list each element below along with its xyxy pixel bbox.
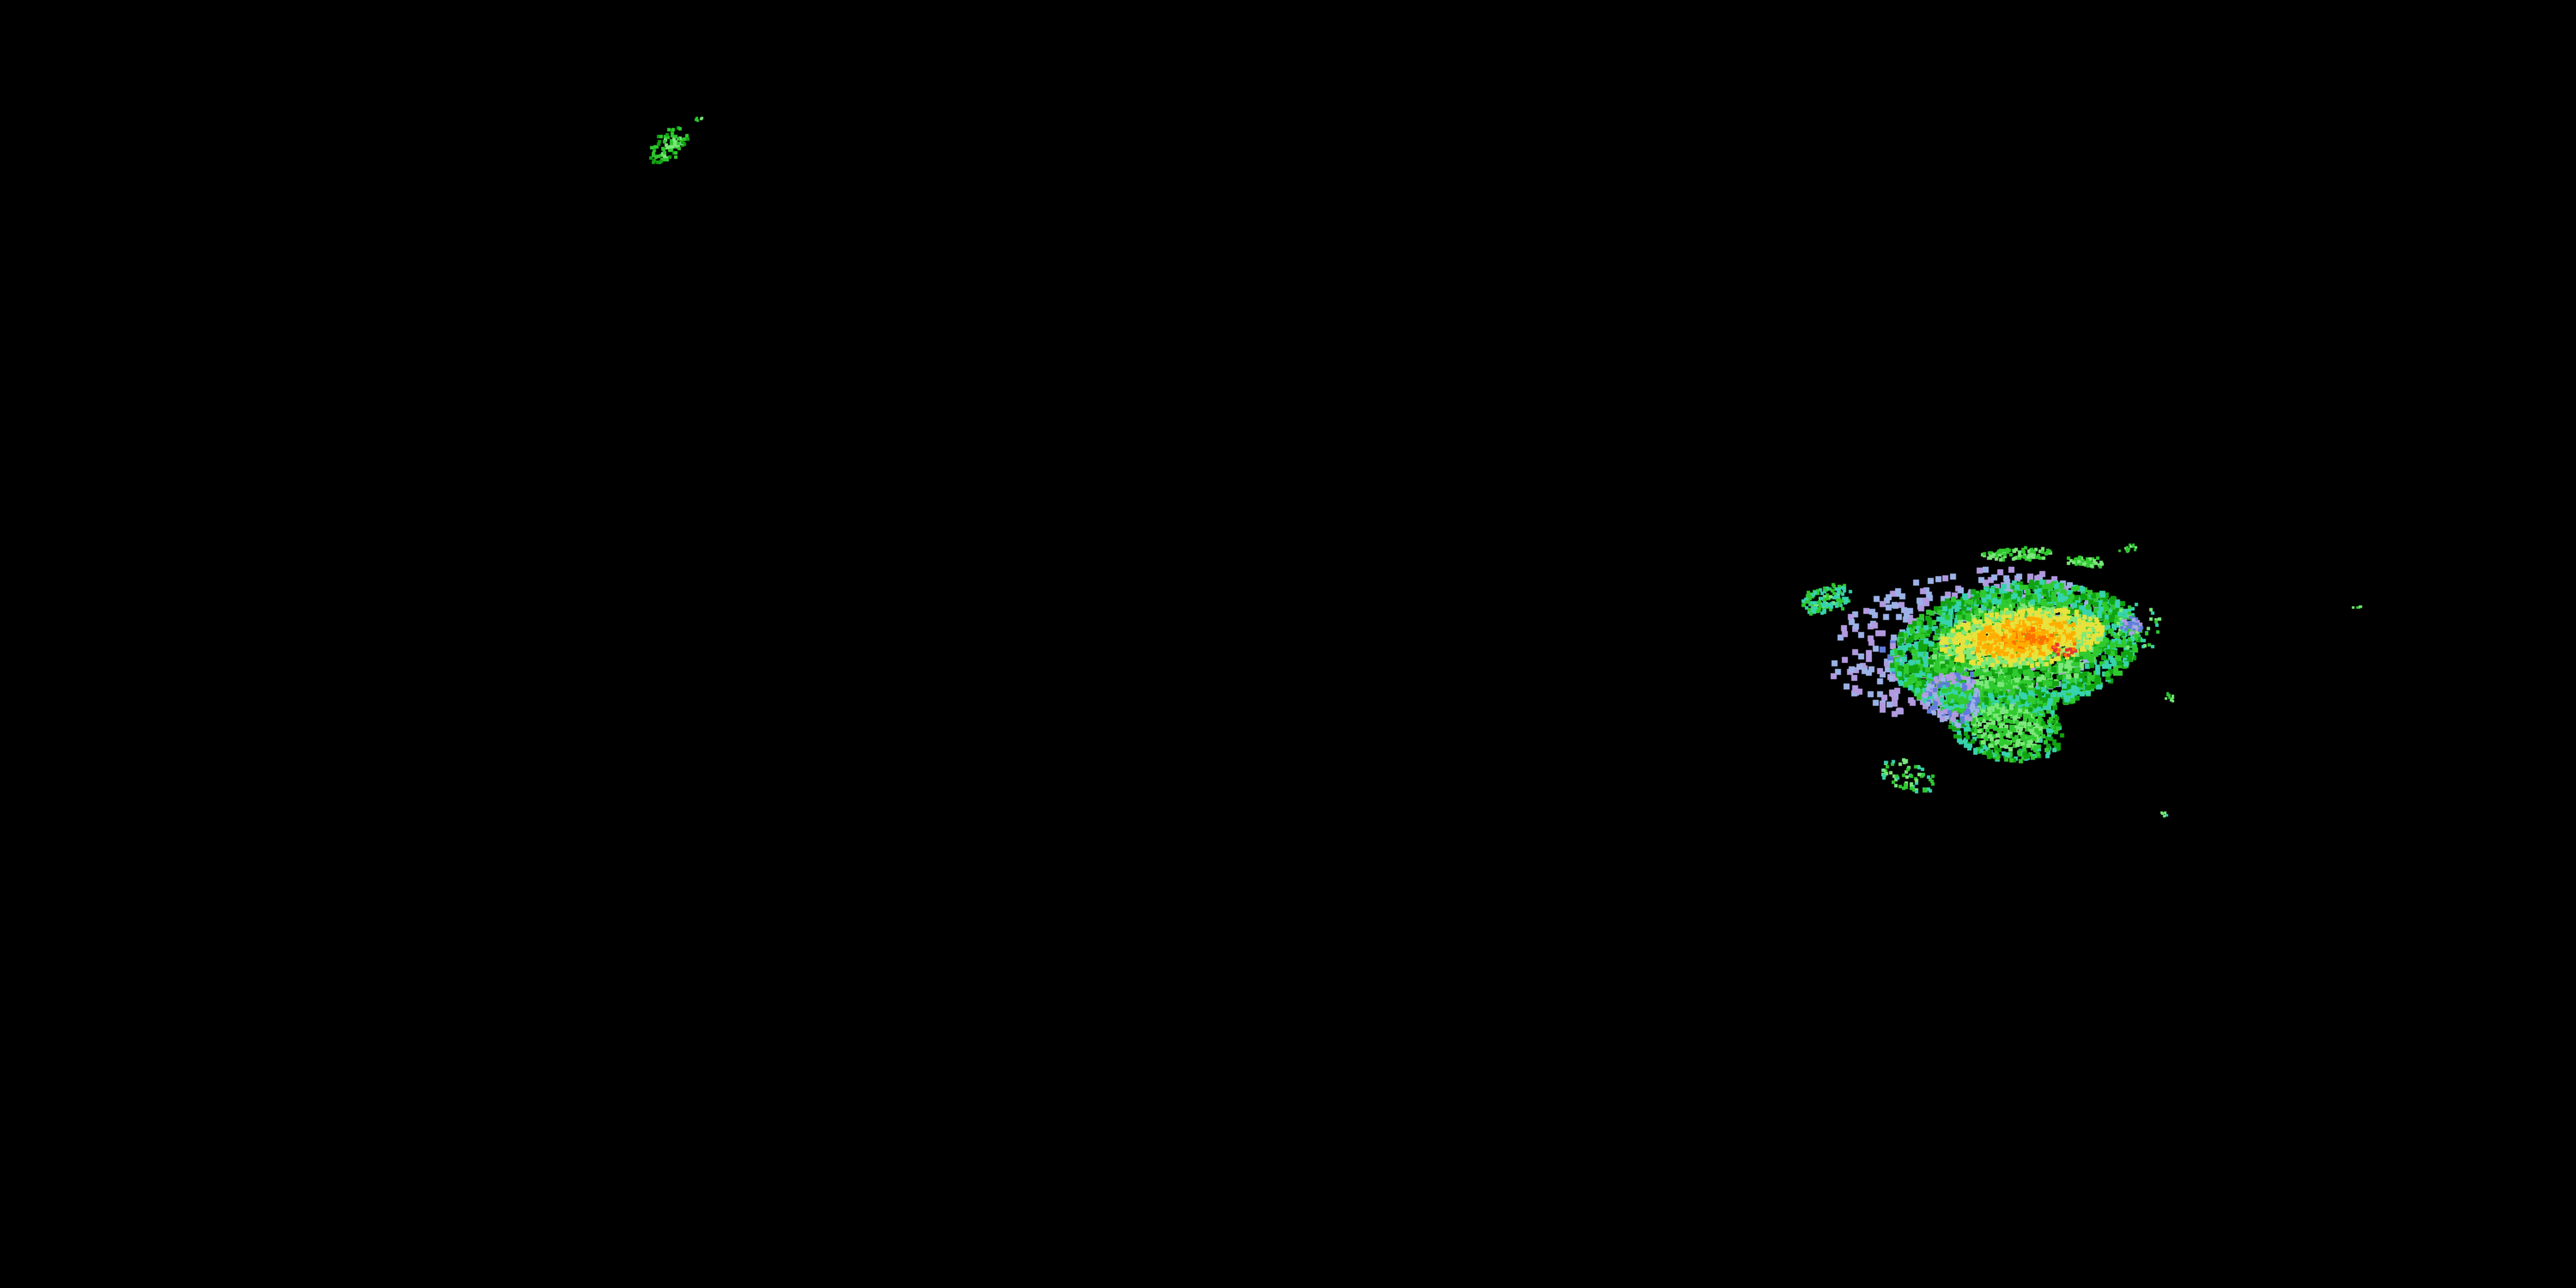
radar-canvas bbox=[0, 0, 2576, 1288]
radar-view bbox=[0, 0, 2576, 1288]
